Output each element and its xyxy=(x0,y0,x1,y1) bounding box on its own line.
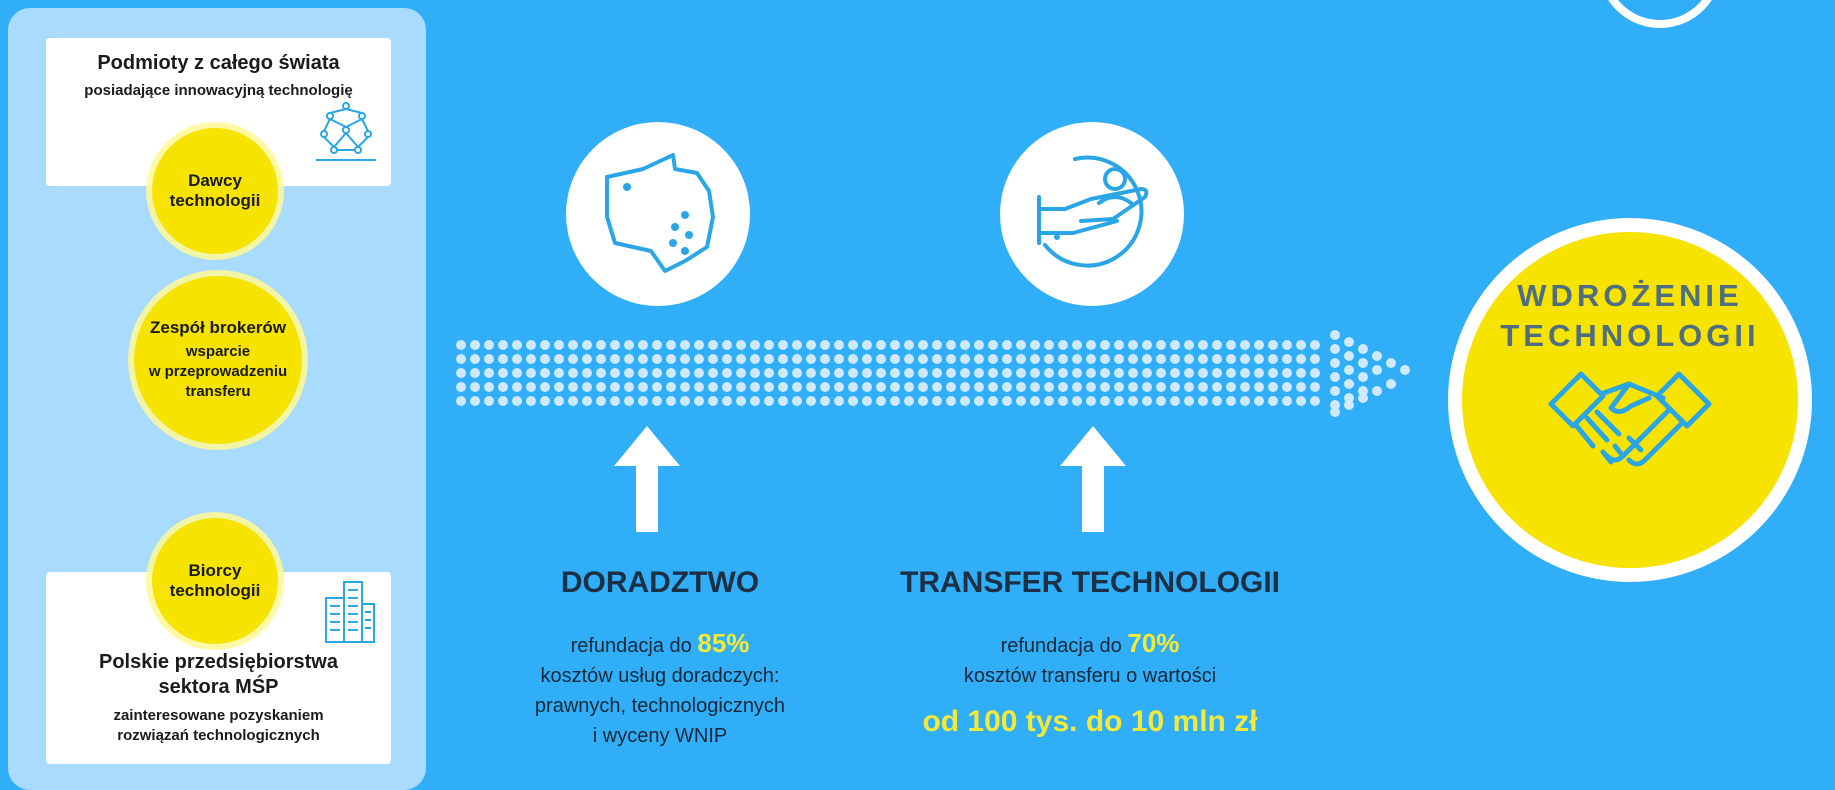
consulting-line2: kosztów usług doradczych: xyxy=(540,665,780,687)
technology-recipients-badge: Biorcy technologii xyxy=(152,518,278,644)
implementation-circle: WDROŻENIE TECHNOLOGII xyxy=(1462,232,1798,568)
providers-subtitle: posiadające innowacyjną technologię xyxy=(84,82,353,99)
consulting-icon-circle xyxy=(566,122,750,306)
flow-arrow xyxy=(455,330,1415,425)
transfer-heading: TRANSFER TECHNOLOGII xyxy=(900,566,1280,599)
providers-title: Podmioty z całego świata xyxy=(97,52,340,74)
technology-providers-badge: Dawcy technologii xyxy=(152,128,278,254)
providers-badge-line1: Dawcy xyxy=(188,171,242,190)
brokers-line3: transferu xyxy=(185,383,251,400)
recipients-title-line1: Polskie przedsiębiorstwa xyxy=(99,651,338,673)
consulting-up-arrow xyxy=(614,426,680,532)
consulting-refund-label: refundacja do xyxy=(570,635,692,657)
recipients-title-line2: sektora MŚP xyxy=(158,676,279,698)
handshake-icon xyxy=(1545,368,1715,485)
molecule-network-icon xyxy=(314,100,378,169)
recipients-badge-line1: Biorcy xyxy=(188,561,242,580)
transfer-value-range: od 100 tys. do 10 mln zł xyxy=(922,705,1258,738)
brokers-team-badge: Zespół brokerów wsparcie w przeprowadzen… xyxy=(134,276,302,444)
transfer-description: refundacja do 70% kosztów transferu o wa… xyxy=(880,628,1300,737)
recipients-sub-line2: rozwiązań technologicznych xyxy=(117,727,320,744)
transfer-refund-label: refundacja do xyxy=(1000,635,1122,657)
consulting-percent: 85% xyxy=(697,628,750,658)
poland-map-icon xyxy=(593,147,723,282)
recipients-badge-line2: technologii xyxy=(169,581,261,600)
technology-providers-card: Podmioty z całego świata posiadające inn… xyxy=(46,38,391,186)
transfer-percent: 70% xyxy=(1127,628,1180,658)
consulting-description: refundacja do 85% kosztów usług doradczy… xyxy=(470,628,850,751)
transfer-up-arrow xyxy=(1060,426,1126,532)
implementation-line1: WDROŻENIE xyxy=(1517,278,1743,313)
consulting-line4: i wyceny WNIP xyxy=(592,725,728,747)
providers-badge-line2: technologii xyxy=(169,191,261,210)
transfer-line2: kosztów transferu o wartości xyxy=(963,665,1217,687)
recipients-sub-line1: zainteresowane pozyskaniem xyxy=(113,707,324,724)
consulting-line3: prawnych, technologicznych xyxy=(534,695,786,717)
consulting-heading: DORADZTWO xyxy=(560,566,760,599)
brokers-title: Zespół brokerów xyxy=(149,318,287,337)
corner-circle-decoration xyxy=(1598,0,1722,28)
brokers-line2: w przeprowadzeniu xyxy=(148,363,288,380)
implementation-line2: TECHNOLOGII xyxy=(1500,318,1760,353)
transfer-icon-circle xyxy=(1000,122,1184,306)
brokers-line1: wsparcie xyxy=(185,343,251,360)
office-buildings-icon xyxy=(322,578,376,649)
hand-giving-icon xyxy=(1017,137,1167,292)
